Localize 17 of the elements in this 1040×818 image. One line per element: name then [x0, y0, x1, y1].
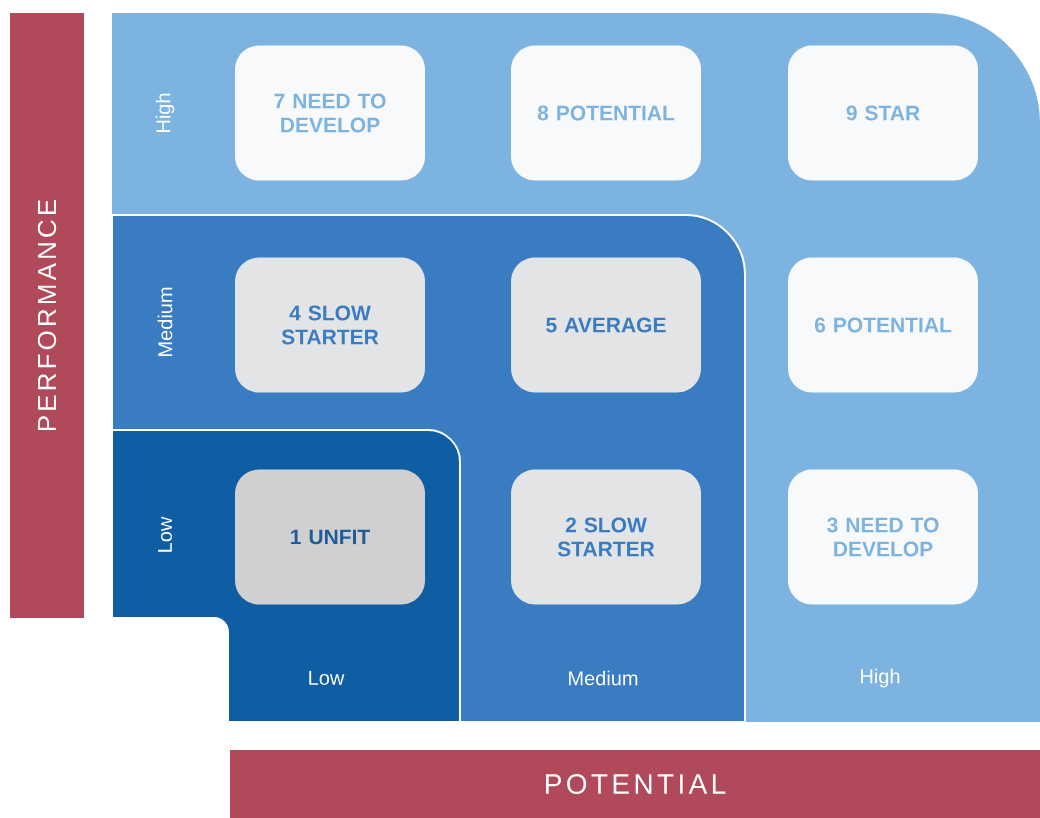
- rating-box: 2 SLOW STARTER: [511, 469, 701, 605]
- rating-box: 4 SLOW STARTER: [235, 257, 425, 393]
- rating-box: 8 POTENTIAL: [511, 45, 701, 181]
- axis-tick-label: Low: [309, 671, 345, 685]
- axis-tick-label: High: [861, 668, 900, 688]
- rating-box: 5 AVERAGE: [511, 257, 701, 393]
- axis-title-bar: POTENTIAL: [230, 750, 1040, 818]
- axis-tick-label: Medium: [569, 670, 638, 686]
- rating-box: 7 NEED TO DEVELOP: [235, 45, 425, 181]
- rating-box: 1 UNFIT: [235, 469, 425, 605]
- rating-box: 9 STAR: [788, 45, 978, 181]
- axis-title-bar: PERFORMANCE: [10, 13, 84, 618]
- axis-tick-label: Medium: [157, 287, 173, 356]
- axis-tick-label: High: [155, 93, 175, 132]
- rating-box: 6 POTENTIAL: [788, 257, 978, 393]
- axis-tick-label: Low: [158, 516, 172, 552]
- rating-box: 3 NEED TO DEVELOP: [788, 469, 978, 605]
